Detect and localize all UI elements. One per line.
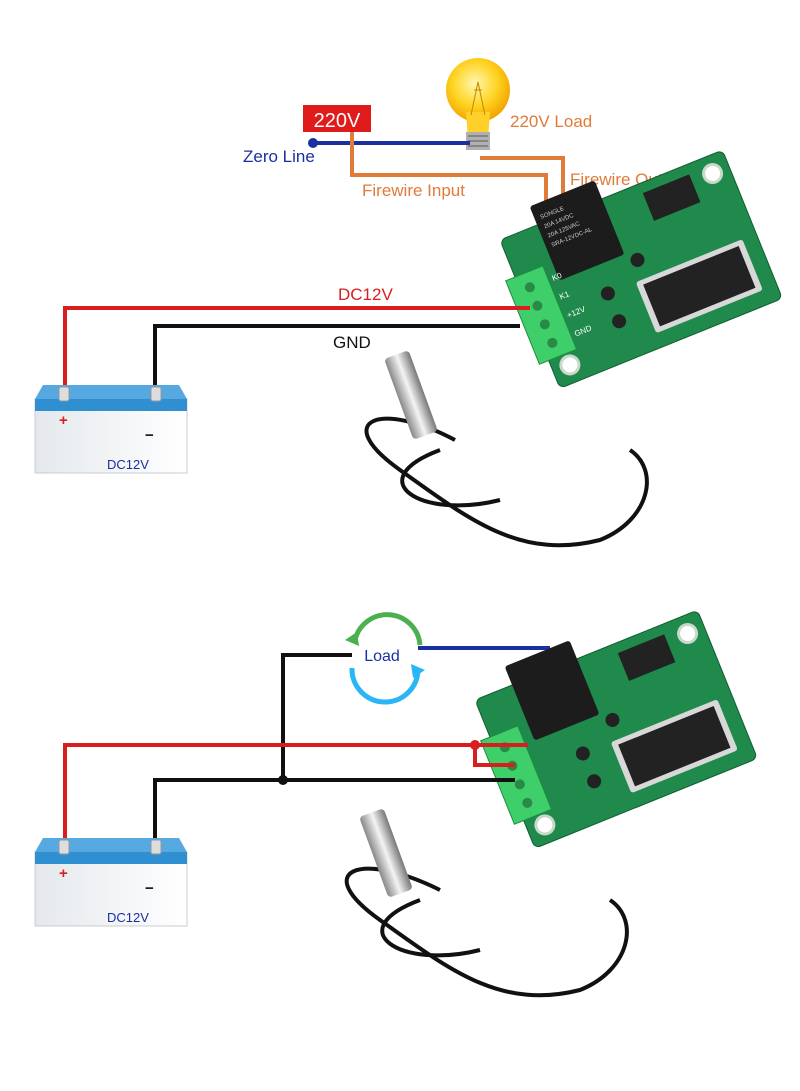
supply-220v-label: 220V: [314, 110, 361, 132]
terminal-k1: K1: [558, 289, 571, 301]
temperature-probe: [364, 351, 649, 548]
battery-plus: +: [59, 412, 68, 429]
dc12v-wire-bottom: [63, 743, 528, 845]
dc12v-bridge-wire: [473, 745, 515, 767]
gnd-label: GND: [333, 333, 371, 352]
top-diagram: 220V Zero Line 220V Load Firewire Input …: [34, 58, 784, 548]
black-junction-node: [278, 775, 288, 785]
load-label: 220V Load: [510, 112, 592, 131]
zero-line-label: Zero Line: [243, 147, 315, 166]
gnd-wire: [153, 324, 520, 402]
load-black-wire: [281, 653, 352, 780]
bulb-icon: [446, 58, 510, 150]
load-cycle-icon: [345, 612, 425, 705]
zero-line-node: [308, 138, 318, 148]
bottom-diagram: Load + − DC12V: [34, 590, 759, 998]
firewire-input-label: Firewire Input: [362, 181, 465, 200]
battery-plus: +: [59, 865, 68, 882]
dc12v-label: DC12V: [338, 285, 393, 304]
battery-minus: −: [145, 427, 154, 444]
battery-top: + − DC12V: [34, 384, 188, 474]
dc12v-wire: [63, 306, 530, 392]
gnd-wire-bottom: [153, 778, 515, 857]
supply-220v-box: [303, 105, 371, 132]
battery-bottom: + − DC12V: [34, 837, 188, 927]
thermostat-board-bottom: [456, 590, 759, 854]
red-junction-node: [470, 740, 480, 750]
temperature-probe-bottom: [344, 809, 629, 998]
battery-minus: −: [145, 880, 154, 897]
terminal-k0: K0: [551, 271, 564, 283]
battery-label: DC12V: [107, 910, 149, 925]
load-label: Load: [364, 648, 400, 665]
battery-label: DC12V: [107, 457, 149, 472]
